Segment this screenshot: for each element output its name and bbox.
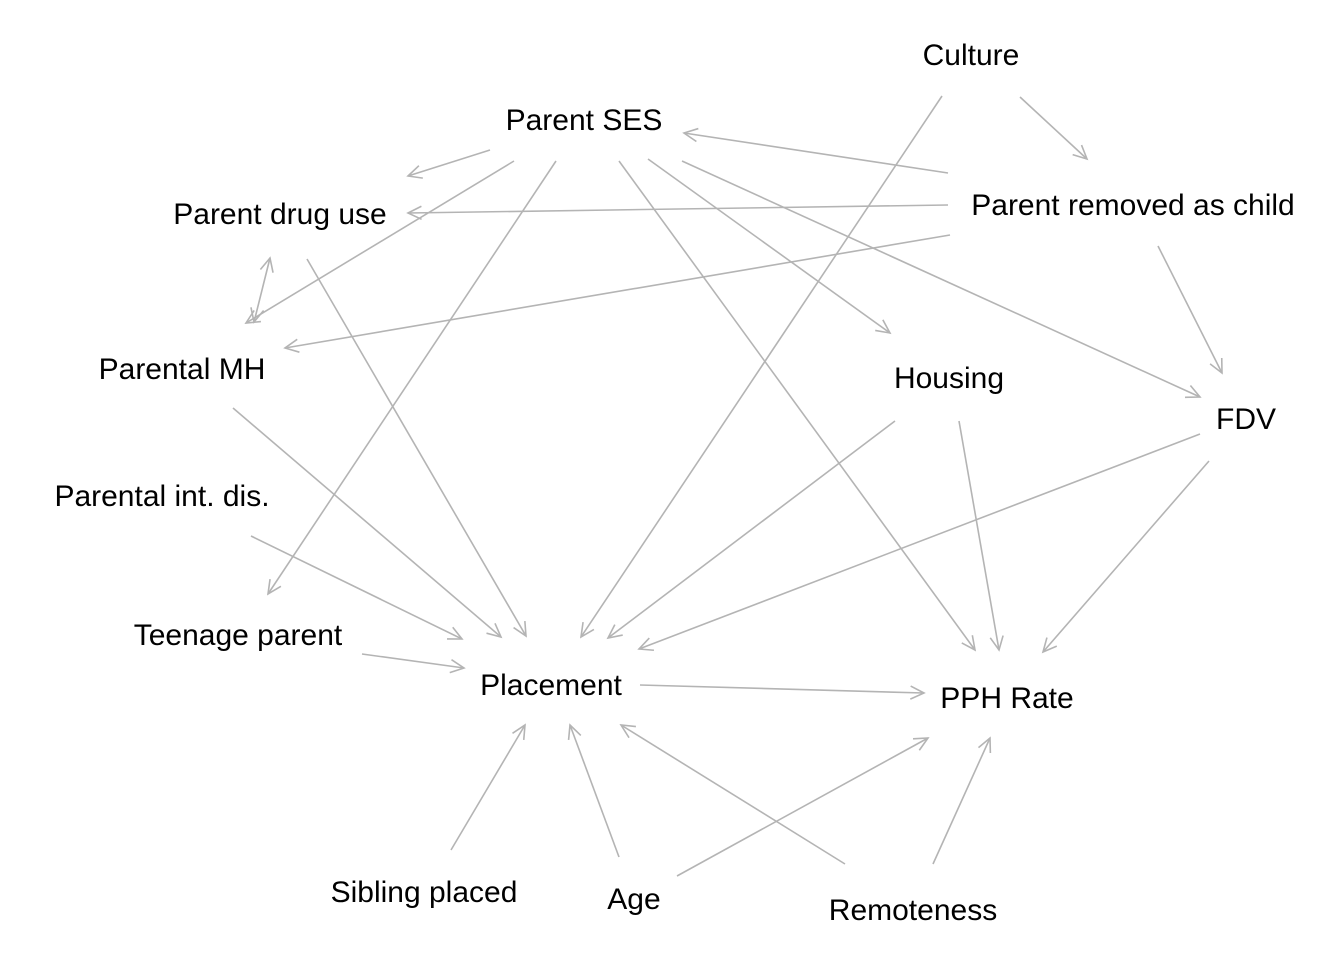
- edge-parent-ses-to-parental-mh: [244, 160, 515, 324]
- edge-parental-mh-to-placement-arrowhead: [486, 622, 503, 639]
- edge-remoteness-to-pph-rate-arrowhead: [977, 736, 992, 754]
- edge-parent-ses-to-pph-rate: [618, 160, 977, 652]
- node-parent-drug: Parent drug use: [173, 198, 386, 231]
- edge-culture-to-placement: [579, 95, 943, 639]
- edge-housing-to-pph-rate: [958, 420, 1004, 652]
- edge-teenage-parent-to-placement-arrowhead: [449, 659, 466, 674]
- node-parental-int-dis: Parental int. dis.: [54, 480, 269, 513]
- edge-parental-mh-to-placement: [232, 407, 503, 639]
- edge-parent-drug-to-placement-arrowhead: [513, 620, 527, 638]
- edge-parent-removed-to-parent-drug-arrowhead: [406, 205, 422, 221]
- edge-parent-ses-to-teenage-parent-arrowhead: [266, 579, 282, 596]
- edge-housing-to-pph-rate-line: [958, 420, 1000, 651]
- edge-housing-to-placement: [606, 420, 896, 640]
- node-teenage-parent: Teenage parent: [134, 619, 343, 652]
- edge-parent-drug-to-parental-mh-arrowhead-start: [259, 256, 274, 273]
- node-parent-removed: Parent removed as child: [971, 189, 1295, 222]
- edge-parent-drug-to-parental-mh: [250, 256, 274, 324]
- edge-placement-to-pph-rate-arrowhead: [909, 685, 926, 700]
- edge-parent-ses-to-housing-arrowhead: [875, 319, 892, 335]
- edge-parent-removed-to-parent-ses-arrowhead: [682, 127, 699, 143]
- node-fdv: FDV: [1216, 403, 1276, 436]
- edges-layer: [232, 95, 1223, 877]
- node-placement: Placement: [480, 669, 622, 702]
- edge-parent-removed-to-fdv-arrowhead: [1209, 357, 1223, 375]
- edge-age-to-pph-rate-arrowhead: [912, 737, 930, 751]
- node-parent-ses: Parent SES: [506, 104, 663, 137]
- edge-parent-removed-to-parent-ses-line: [683, 132, 949, 174]
- edge-parental-int-dis-to-placement-line: [250, 535, 463, 640]
- edge-parent-ses-to-parental-mh-arrowhead: [244, 309, 262, 324]
- edge-parent-ses-to-housing: [647, 158, 892, 335]
- edge-parent-removed-to-fdv-line: [1157, 245, 1223, 374]
- edge-housing-to-pph-rate-arrowhead: [989, 635, 1004, 652]
- edge-culture-to-parent-removed-line: [1019, 96, 1088, 160]
- edge-parent-drug-to-parental-mh-line: [253, 257, 271, 323]
- edge-parent-ses-to-parent-drug-arrowhead: [406, 165, 423, 179]
- edge-fdv-to-pph-rate-line: [1042, 460, 1210, 653]
- edge-parent-ses-to-fdv-line: [681, 160, 1201, 398]
- edge-parent-ses-to-fdv-arrowhead: [1184, 384, 1202, 399]
- edge-teenage-parent-to-placement-line: [361, 653, 465, 669]
- edge-culture-to-placement-arrowhead: [579, 622, 595, 639]
- node-parental-mh: Parental MH: [99, 353, 266, 386]
- edge-sibling-placed-to-placement-arrowhead: [512, 723, 526, 741]
- nodes-layer: Culture Parent SES Parent removed as chi…: [54, 39, 1294, 927]
- edge-parent-removed-to-parent-ses: [682, 127, 949, 174]
- node-age: Age: [607, 883, 660, 916]
- edge-parent-removed-to-parent-drug-line: [407, 204, 949, 214]
- edge-culture-to-placement-line: [580, 95, 943, 638]
- edge-age-to-pph-rate: [676, 737, 930, 877]
- edge-age-to-placement-line: [569, 724, 620, 858]
- node-remoteness: Remoteness: [829, 894, 997, 927]
- edge-fdv-to-placement: [637, 433, 1201, 652]
- edge-remoteness-to-placement-arrowhead: [619, 724, 637, 739]
- edge-parent-removed-to-parental-mh: [283, 234, 951, 353]
- edge-culture-to-parent-removed: [1019, 96, 1089, 161]
- edge-parent-ses-to-pph-rate-arrowhead: [961, 635, 977, 652]
- edge-parental-mh-to-placement-line: [232, 407, 502, 638]
- edge-sibling-placed-to-placement-line: [450, 724, 526, 851]
- edge-fdv-to-pph-rate-arrowhead: [1041, 637, 1058, 654]
- edge-housing-to-placement-arrowhead: [606, 624, 623, 640]
- edge-sibling-placed-to-placement: [450, 723, 526, 851]
- node-pph-rate: PPH Rate: [940, 682, 1073, 715]
- edge-remoteness-to-pph-rate: [932, 736, 992, 865]
- edge-culture-to-parent-removed-arrowhead: [1072, 144, 1089, 161]
- edge-parent-removed-to-parent-drug: [406, 204, 949, 221]
- edge-parent-ses-to-parental-mh-line: [245, 160, 515, 324]
- edge-parent-ses-to-parent-drug: [406, 149, 491, 179]
- edge-parent-ses-to-housing-line: [647, 158, 891, 334]
- edge-placement-to-pph-rate: [639, 684, 926, 700]
- edge-age-to-placement-arrowhead: [567, 723, 582, 741]
- edge-parent-removed-to-fdv: [1157, 245, 1223, 375]
- edge-remoteness-to-pph-rate-line: [932, 737, 991, 865]
- edge-parent-ses-to-teenage-parent: [266, 160, 557, 596]
- edge-teenage-parent-to-placement: [361, 653, 466, 674]
- edge-parent-ses-to-fdv: [681, 160, 1202, 399]
- edge-parent-removed-to-parental-mh-arrowhead: [283, 338, 300, 353]
- edge-parent-removed-to-parental-mh-line: [284, 234, 951, 349]
- edge-parental-int-dis-to-placement: [250, 535, 464, 640]
- edge-remoteness-to-placement: [619, 724, 846, 865]
- edge-remoteness-to-placement-line: [620, 724, 846, 865]
- edge-age-to-placement: [567, 723, 620, 858]
- node-sibling-placed: Sibling placed: [331, 876, 518, 909]
- edge-parental-int-dis-to-placement-arrowhead: [446, 626, 464, 640]
- edge-parent-ses-to-teenage-parent-line: [267, 160, 557, 595]
- edge-parent-ses-to-pph-rate-line: [618, 160, 976, 651]
- node-housing: Housing: [894, 362, 1004, 395]
- edge-parent-drug-to-parental-mh-arrowhead: [250, 307, 265, 324]
- edge-parent-ses-to-parent-drug-line: [407, 149, 491, 177]
- edge-parent-drug-to-placement-line: [306, 258, 527, 637]
- edge-housing-to-placement-line: [607, 420, 896, 639]
- edge-placement-to-pph-rate-line: [639, 684, 925, 694]
- edge-parent-drug-to-placement: [306, 258, 527, 638]
- edge-fdv-to-placement-line: [638, 433, 1201, 650]
- edge-fdv-to-placement-arrowhead: [637, 637, 655, 652]
- edge-fdv-to-pph-rate: [1041, 460, 1210, 654]
- node-culture: Culture: [923, 39, 1020, 72]
- edge-age-to-pph-rate-line: [676, 737, 929, 877]
